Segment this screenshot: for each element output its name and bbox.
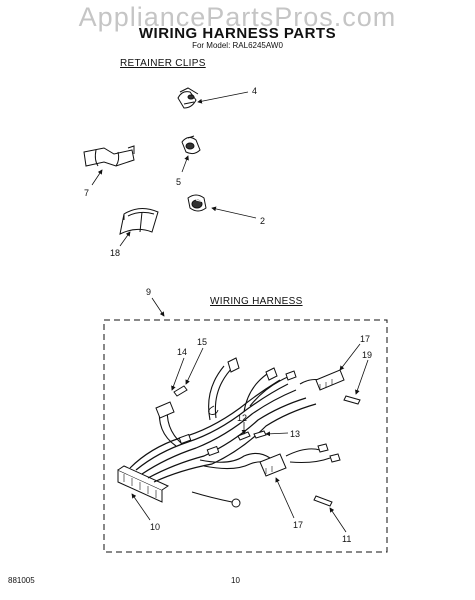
watermark: AppliancePartsPros.com (78, 2, 397, 32)
callout-9: 10 (150, 522, 160, 532)
callout-2: 4 (252, 86, 257, 96)
callout-1: 2 (260, 216, 265, 226)
leader-9 (131, 493, 151, 521)
section-wiring-harness: WIRING HARNESS (210, 296, 303, 307)
page-title: WIRING HARNESS PARTS (138, 25, 337, 42)
leader-15 (339, 343, 361, 371)
leader-18 (119, 231, 131, 247)
retainer-clip-18 (119, 208, 159, 235)
callout-17: 17 (293, 520, 303, 530)
wiring-harness-assembly (117, 357, 361, 508)
leader-19 (355, 359, 369, 395)
leader-7 (151, 297, 165, 317)
callout-7: 9 (146, 287, 151, 297)
harness-outline-box (103, 319, 388, 553)
retainer-clip-2 (177, 87, 199, 109)
callout-11: 12 (237, 413, 247, 423)
callout-19: 19 (362, 350, 372, 360)
leader-13 (171, 357, 185, 391)
leader-5 (91, 169, 103, 186)
callout-10: 11 (342, 534, 351, 544)
model-line: For Model: RAL6245AW0 (192, 41, 283, 50)
callout-4: 5 (176, 177, 181, 187)
leader-1 (211, 206, 257, 219)
callout-15: 17 (360, 334, 370, 344)
leader-10 (329, 507, 347, 533)
retainer-clip-4 (181, 135, 201, 155)
section-retainer-clips: RETAINER CLIPS (120, 58, 206, 69)
leader-2 (197, 91, 249, 104)
doc-number: 881005 (8, 576, 35, 585)
retainer-clip-5 (83, 145, 135, 167)
retainer-clip-1 (187, 194, 207, 212)
leader-17 (275, 477, 295, 519)
callout-14: 15 (197, 337, 207, 347)
callout-12: 13 (290, 429, 300, 439)
page-number: 10 (231, 576, 240, 585)
leader-4 (181, 155, 189, 173)
callout-13: 14 (177, 347, 187, 357)
callout-18: 18 (110, 248, 120, 258)
leader-14 (185, 347, 204, 385)
callout-5: 7 (84, 188, 89, 198)
leader-12 (265, 431, 289, 437)
